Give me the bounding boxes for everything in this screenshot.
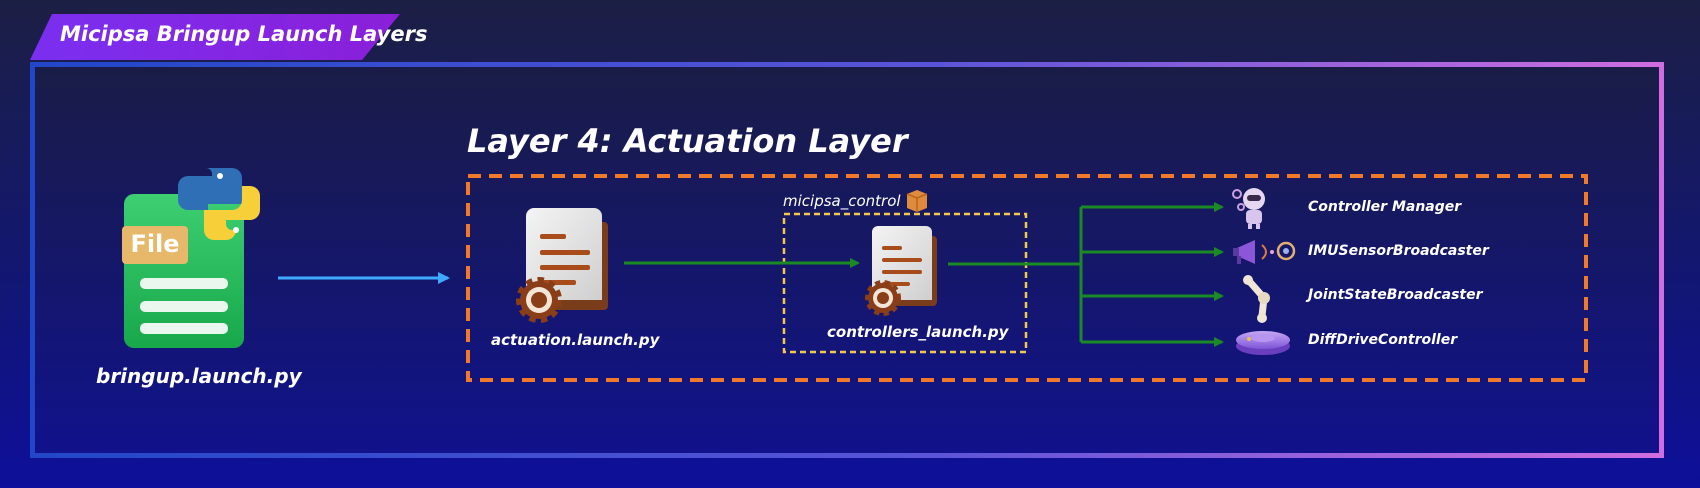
robot-vacuum-icon <box>1236 331 1290 355</box>
actuation-label: actuation.launch.py <box>491 331 660 349</box>
launch-file-gear-icon <box>516 208 608 323</box>
launch-file-gear-icon-2 <box>865 226 937 316</box>
node-label-joint-state-broadcaster: JointStateBroadcaster <box>1308 287 1483 303</box>
package-label: micipsa_control <box>783 192 901 210</box>
layer-title: Layer 4: Actuation Layer <box>467 122 908 160</box>
bone-joint-icon <box>1243 275 1270 323</box>
file-badge-text: File <box>130 230 179 258</box>
bringup-label: bringup.launch.py <box>96 364 302 388</box>
diagram-frame <box>30 62 1664 458</box>
package-icon <box>906 190 928 212</box>
node-label-controller-manager: Controller Manager <box>1308 199 1462 215</box>
node-label-imu-broadcaster: IMUSensorBroadcaster <box>1308 243 1489 259</box>
title-tab <box>30 14 400 60</box>
robot-icon <box>1232 188 1265 229</box>
megaphone-icon <box>1233 240 1296 264</box>
fanout-arrows <box>948 202 1224 347</box>
controllers-label: controllers_launch.py <box>827 323 1009 341</box>
diagram-title: Micipsa Bringup Launch Layers <box>60 22 428 46</box>
node-label-diff-drive-controller: DiffDriveController <box>1308 332 1458 348</box>
package-box <box>782 212 1028 354</box>
python-file-icon <box>122 168 260 348</box>
layer-box <box>466 174 1588 382</box>
